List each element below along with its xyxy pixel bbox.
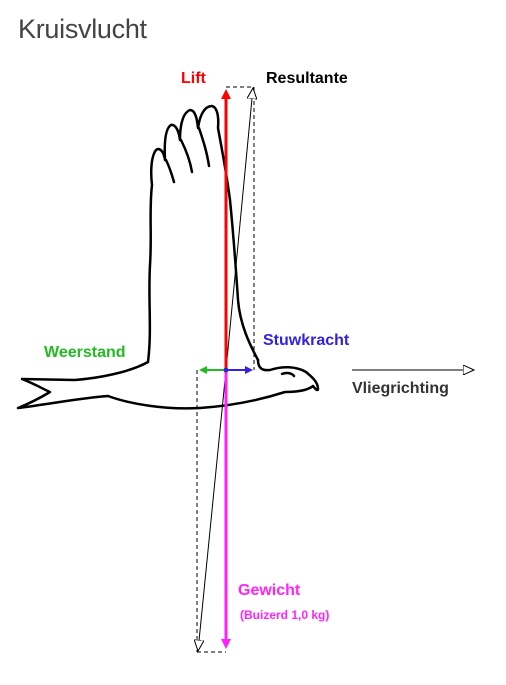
weerstand-label: Weerstand — [44, 344, 126, 361]
resultante-arrow-up — [225, 88, 253, 371]
vliegrichting-label: Vliegrichting — [352, 380, 449, 397]
buizerd-label: (Buizerd 1,0 kg) — [240, 608, 330, 622]
bird-outline — [16, 104, 320, 410]
lift-label: Lift — [181, 70, 206, 87]
resultante-label: Resultante — [266, 70, 348, 87]
stuwkracht-label: Stuwkracht — [263, 332, 350, 349]
force-origin — [223, 367, 229, 373]
resultante-arrow-down — [198, 369, 227, 651]
page-title: Kruisvlucht — [18, 14, 147, 44]
gewicht-label: Gewicht — [238, 582, 301, 599]
